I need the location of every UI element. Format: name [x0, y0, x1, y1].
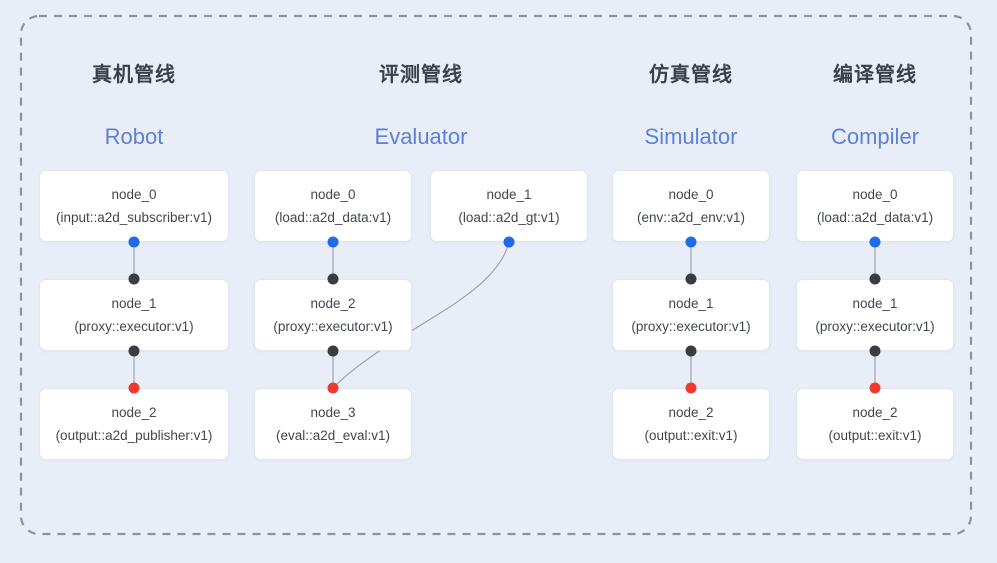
- node-type: (output::a2d_publisher:v1): [55, 428, 213, 443]
- port-output-dot: [327, 236, 339, 248]
- node-title: node_0: [668, 187, 714, 202]
- port-output-dot: [503, 236, 515, 248]
- pipeline-title-evaluator: 评测管线: [379, 64, 463, 86]
- node-title: node_0: [310, 187, 356, 202]
- port-output-dot: [128, 236, 140, 248]
- node-type: (output::exit:v1): [644, 428, 738, 443]
- node-type: (load::a2d_data:v1): [816, 210, 934, 225]
- node-evaluator-3: node_3 (eval::a2d_eval:v1): [254, 388, 412, 460]
- pipeline-subtitle-compiler: Compiler: [830, 124, 920, 149]
- node-robot-0: node_0 (input::a2d_subscriber:v1): [39, 170, 229, 242]
- port-input-dot: [128, 382, 140, 394]
- node-compiler-1: node_1 (proxy::executor:v1): [796, 279, 954, 351]
- node-type: (load::a2d_data:v1): [274, 210, 392, 225]
- pipeline-title-compiler: 编译管线: [833, 64, 917, 86]
- node-type: (proxy::executor:v1): [74, 319, 194, 334]
- node-type: (proxy::executor:v1): [815, 319, 935, 334]
- port-output-dot: [869, 236, 881, 248]
- port-junction-dot: [685, 345, 697, 357]
- pipeline-subtitle-evaluator: Evaluator: [374, 124, 468, 149]
- port-input-dot: [869, 382, 881, 394]
- node-title: node_1: [111, 296, 157, 311]
- node-title: node_2: [852, 405, 898, 420]
- port-input-dot: [685, 382, 697, 394]
- node-title: node_3: [310, 405, 356, 420]
- node-title: node_1: [668, 296, 714, 311]
- port-input-dot: [327, 382, 339, 394]
- pipeline-title-simulator: 仿真管线: [649, 64, 733, 86]
- node-title: node_0: [852, 187, 898, 202]
- edge-evaluator-1-3-curve: [332, 241, 510, 389]
- port-junction-dot: [869, 345, 881, 357]
- node-evaluator-2: node_2 (proxy::executor:v1): [254, 279, 412, 351]
- node-type: (output::exit:v1): [828, 428, 922, 443]
- node-evaluator-1: node_1 (load::a2d_gt:v1): [430, 170, 588, 242]
- node-title: node_1: [486, 187, 532, 202]
- node-title: node_2: [310, 296, 356, 311]
- node-type: (eval::a2d_eval:v1): [275, 428, 391, 443]
- port-junction-dot: [327, 345, 339, 357]
- port-output-dot: [685, 236, 697, 248]
- node-type: (load::a2d_gt:v1): [458, 210, 560, 225]
- node-title: node_1: [852, 296, 898, 311]
- pipeline-title-robot: 真机管线: [92, 64, 176, 86]
- node-robot-1: node_1 (proxy::executor:v1): [39, 279, 229, 351]
- node-type: (input::a2d_subscriber:v1): [55, 210, 213, 225]
- pipeline-subtitle-robot: Robot: [104, 124, 164, 149]
- port-junction-dot: [128, 273, 140, 285]
- port-junction-dot: [327, 273, 339, 285]
- port-junction-dot: [128, 345, 140, 357]
- node-title: node_0: [111, 187, 157, 202]
- node-type: (proxy::executor:v1): [631, 319, 751, 334]
- node-title: node_2: [111, 405, 157, 420]
- node-simulator-2: node_2 (output::exit:v1): [612, 388, 770, 460]
- node-compiler-2: node_2 (output::exit:v1): [796, 388, 954, 460]
- pipeline-subtitle-simulator: Simulator: [644, 124, 738, 149]
- node-evaluator-0: node_0 (load::a2d_data:v1): [254, 170, 412, 242]
- node-simulator-0: node_0 (env::a2d_env:v1): [612, 170, 770, 242]
- node-type: (env::a2d_env:v1): [636, 210, 746, 225]
- node-compiler-0: node_0 (load::a2d_data:v1): [796, 170, 954, 242]
- port-junction-dot: [685, 273, 697, 285]
- node-title: node_2: [668, 405, 714, 420]
- port-junction-dot: [869, 273, 881, 285]
- dashed-frame: [19, 14, 973, 536]
- node-robot-2: node_2 (output::a2d_publisher:v1): [39, 388, 229, 460]
- node-type: (proxy::executor:v1): [273, 319, 393, 334]
- node-simulator-1: node_1 (proxy::executor:v1): [612, 279, 770, 351]
